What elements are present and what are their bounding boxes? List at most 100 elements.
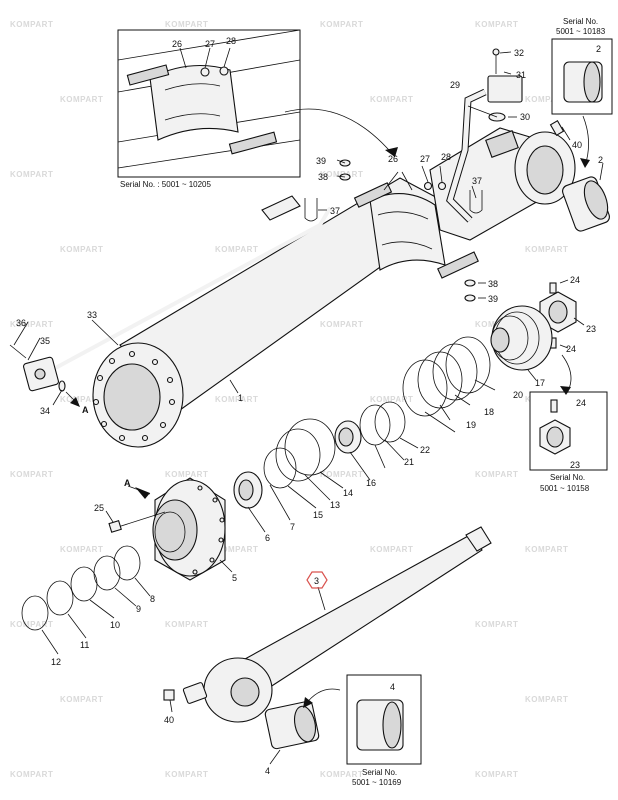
- callout-12: 12: [51, 657, 61, 667]
- callout-30: 30: [520, 112, 530, 122]
- watermark-text: KOMPART: [60, 695, 104, 704]
- inset-bottom-caption-2: 5001 ~ 10169: [352, 778, 402, 787]
- watermark-text: KOMPART: [10, 470, 54, 479]
- callout-37-left: 37: [330, 206, 340, 216]
- callout-23-inset: 23: [570, 460, 580, 470]
- callout-2-inset: 2: [596, 44, 601, 54]
- callout-23: 23: [586, 324, 596, 334]
- watermark-text: KOMPART: [475, 470, 519, 479]
- callout-4-inset: 4: [390, 682, 395, 692]
- clamp-bracket-right: [228, 131, 278, 155]
- inset-mid-right-caption-1: Serial No.: [550, 473, 585, 482]
- watermark-text: KOMPART: [60, 245, 104, 254]
- leader-lines: [13, 51, 604, 765]
- bushing-2: [562, 176, 610, 232]
- callout-6: 6: [265, 533, 270, 543]
- watermark-text: KOMPART: [10, 20, 54, 29]
- piston-17: [490, 305, 553, 371]
- callout-28-inset: 28: [226, 36, 236, 46]
- grease-nipple-40-bottom: [163, 689, 175, 701]
- callout-2: 2: [598, 155, 603, 165]
- callout-18: 18: [484, 407, 494, 417]
- bolt-head: [200, 67, 210, 77]
- arrow-a-label-lower: A: [124, 478, 131, 488]
- arrow-a-upper: A: [65, 391, 89, 415]
- callout-11: 11: [80, 640, 89, 650]
- grease-nipple-40-top: [549, 120, 565, 136]
- inset-mid-right: 24 23 Serial No. 5001 ~ 10158: [529, 391, 608, 493]
- flange-35: [9, 344, 66, 392]
- callout-39-bottom: 39: [488, 294, 498, 304]
- callout-14: 14: [343, 488, 353, 498]
- callout-7: 7: [290, 522, 295, 532]
- callout-37-right: 37: [472, 176, 482, 186]
- watermark-text: KOMPART: [10, 770, 54, 779]
- watermark-text: KOMPART: [10, 170, 54, 179]
- piston-rod-3: [182, 526, 492, 723]
- inset-bottom-caption-1: Serial No.: [362, 768, 397, 777]
- rod-cover-5: [152, 477, 226, 581]
- callout-38-bottom: 38: [488, 279, 498, 289]
- watermark-text: KOMPART: [165, 770, 209, 779]
- callout-35: 35: [40, 336, 50, 346]
- gland-seals-13-15: [233, 418, 336, 509]
- callout-5: 5: [232, 573, 237, 583]
- callout-32: 32: [514, 48, 524, 58]
- callout-31: 31: [516, 70, 526, 80]
- callout-28: 28: [441, 152, 451, 162]
- watermark-text: KOMPART: [215, 395, 259, 404]
- watermark-text: KOMPART: [165, 620, 209, 629]
- watermark-text: KOMPART: [215, 245, 259, 254]
- watermark-text: KOMPART: [525, 695, 569, 704]
- inset-mid-right-caption-2: 5001 ~ 10158: [540, 484, 590, 493]
- arrow-a-lower: A: [124, 478, 151, 499]
- tube-clamp: [353, 182, 479, 279]
- pipe-flange-31: [487, 75, 523, 103]
- seal-rings-18-20: [402, 336, 491, 417]
- callout-3-highlight: [306, 571, 328, 589]
- tube-flange-bore: [103, 363, 161, 431]
- watermark-text: KOMPART: [370, 545, 414, 554]
- callout-26-inset: 26: [172, 39, 182, 49]
- bolt-25: [108, 511, 166, 533]
- watermark-text: KOMPART: [475, 20, 519, 29]
- callout-3: 3: [314, 576, 319, 586]
- callout-1: 1: [238, 393, 243, 403]
- inset-top-right: Serial No. 5001 ~ 10183 2: [551, 17, 613, 115]
- flange-bolt-holes: [92, 350, 176, 442]
- callout-21: 21: [404, 457, 414, 467]
- watermark-text: KOMPART: [60, 395, 104, 404]
- callout-8: 8: [150, 594, 155, 604]
- inset-top-right-caption-1: Serial No.: [563, 17, 598, 26]
- callout-39-top: 39: [316, 156, 326, 166]
- watermark-text: KOMPART: [320, 20, 364, 29]
- watermark-text: KOMPART: [215, 545, 259, 554]
- callout-24-lower: 24: [566, 344, 576, 354]
- gland-bolt-holes: [192, 485, 225, 575]
- callout-34: 34: [40, 406, 50, 416]
- callout-4: 4: [265, 766, 270, 776]
- watermark-text: KOMPART: [165, 470, 209, 479]
- callout-27: 27: [420, 154, 430, 164]
- callout-29: 29: [450, 80, 460, 90]
- callout-16: 16: [366, 478, 376, 488]
- callout-22: 22: [420, 445, 430, 455]
- callout-19: 19: [466, 420, 476, 430]
- callout-24: 24: [570, 275, 580, 285]
- watermark-text: KOMPART: [320, 470, 364, 479]
- callout-26: 26: [388, 154, 398, 164]
- rod-seals-8-12: [21, 545, 141, 631]
- callout-10: 10: [110, 620, 120, 630]
- inset-pointer: [284, 108, 396, 158]
- callout-38-top: 38: [318, 172, 328, 182]
- watermark-text: KOMPART: [320, 320, 364, 329]
- callout-33: 33: [87, 310, 97, 320]
- callout-24-inset: 24: [576, 398, 586, 408]
- rings-21-22: [334, 401, 406, 454]
- watermark-text: KOMPART: [165, 20, 209, 29]
- arrowhead: [385, 147, 398, 157]
- clamp-bracket-left: [126, 64, 170, 86]
- inset-top-right-caption-2: 5001 ~ 10183: [556, 27, 606, 36]
- u-bolt-37-left: [304, 198, 318, 222]
- inset-top-left-caption: Serial No. : 5001 ~ 10205: [120, 180, 212, 189]
